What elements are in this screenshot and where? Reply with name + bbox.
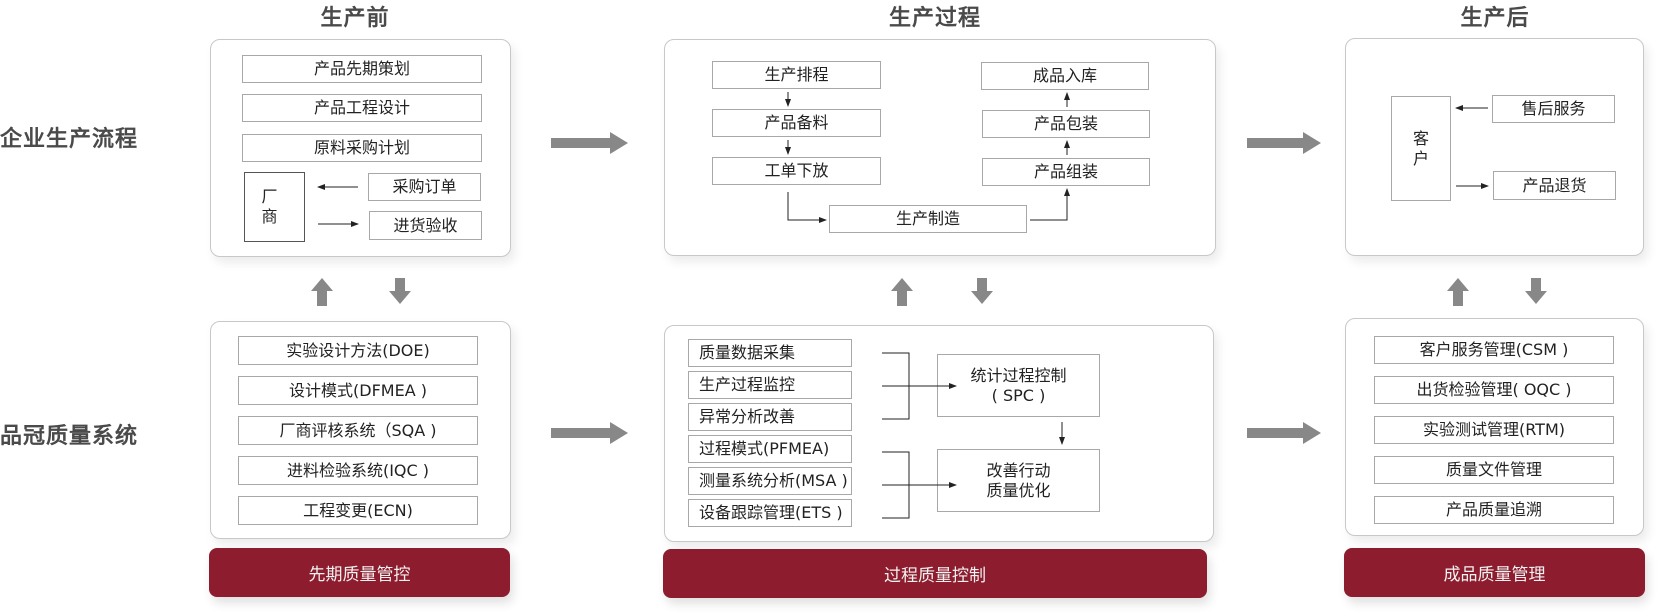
big-arrow-up-pre — [311, 278, 333, 306]
column-title-production-process: 生产过程 — [888, 6, 981, 31]
big-arrow-down-post — [1525, 278, 1547, 304]
improvement-line-1: 改善行动 — [986, 460, 1051, 480]
quality-pre-item: 实验设计方法(DOE) — [238, 336, 478, 365]
customer-char-1: 客 — [1412, 128, 1429, 148]
banner-advanced-quality-control: 先期质量管控 — [209, 548, 510, 597]
product-return-box: 产品退货 — [1493, 171, 1616, 200]
step-product-engineering: 产品工程设计 — [242, 94, 482, 122]
quality-post-item: 实验测试管理(RTM) — [1374, 416, 1614, 444]
vendor-char-2: 商 — [261, 207, 278, 226]
customer-box: 客 户 — [1391, 96, 1451, 201]
quality-pre-item: 厂商评核系统（SQA ) — [238, 416, 478, 445]
improvement-line-2: 质量优化 — [986, 480, 1051, 500]
spc-line-2: ( SPC ) — [991, 385, 1046, 405]
big-arrow-right-3 — [551, 422, 628, 444]
big-arrow-right-1 — [551, 132, 628, 154]
quality-process-item: 异常分析改善 — [688, 403, 852, 431]
quality-post-item: 出货检验管理( OQC ) — [1374, 376, 1614, 404]
banner-finished-quality-management: 成品质量管理 — [1344, 548, 1645, 597]
improvement-box: 改善行动 质量优化 — [937, 449, 1100, 512]
step-material-purchase-plan: 原料采购计划 — [242, 134, 482, 162]
step-production-scheduling: 生产排程 — [712, 61, 881, 89]
quality-post-item: 产品质量追溯 — [1374, 496, 1614, 524]
vendor-box: 厂 商 — [244, 172, 305, 242]
quality-process-item: 质量数据采集 — [688, 339, 852, 367]
step-work-order-release: 工单下放 — [712, 157, 881, 185]
customer-char-2: 户 — [1412, 148, 1429, 168]
quality-process-item: 设备跟踪管理(ETS ) — [688, 499, 852, 527]
big-arrow-up-post — [1447, 278, 1469, 306]
step-packaging: 产品包装 — [982, 110, 1150, 138]
post-production-panel — [1345, 38, 1644, 256]
quality-post-item: 客户服务管理(CSM ) — [1374, 336, 1614, 364]
vendor-char-1: 厂 — [261, 187, 278, 206]
receiving-inspection-box: 进货验收 — [369, 211, 482, 240]
quality-process-item: 测量系统分析(MSA ) — [688, 467, 852, 495]
spc-box: 统计过程控制 ( SPC ) — [937, 354, 1100, 417]
quality-pre-item: 进料检验系统(IQC ) — [238, 456, 478, 485]
step-warehousing: 成品入库 — [981, 62, 1149, 90]
big-arrow-up-process — [891, 278, 913, 306]
step-manufacturing: 生产制造 — [829, 205, 1027, 233]
step-material-preparation: 产品备料 — [712, 109, 881, 137]
row-title-production-flow: 企业生产流程 — [0, 127, 139, 152]
big-arrow-down-process — [971, 278, 993, 304]
quality-process-item: 过程模式(PFMEA) — [688, 435, 852, 463]
quality-post-item: 质量文件管理 — [1374, 456, 1614, 484]
quality-pre-item: 工程变更(ECN) — [238, 496, 478, 525]
after-sales-box: 售后服务 — [1492, 95, 1615, 123]
row-title-quality-system: 品冠质量系统 — [0, 424, 139, 449]
step-product-planning: 产品先期策划 — [242, 55, 482, 83]
big-arrow-down-pre — [389, 278, 411, 304]
purchase-order-box: 采购订单 — [368, 173, 481, 201]
quality-pre-item: 设计模式(DFMEA ) — [238, 376, 478, 405]
column-title-pre-production: 生产前 — [320, 6, 390, 31]
big-arrow-right-4 — [1247, 422, 1321, 444]
quality-process-item: 生产过程监控 — [688, 371, 852, 399]
big-arrow-right-2 — [1247, 132, 1321, 154]
spc-line-1: 统计过程控制 — [970, 365, 1067, 385]
banner-process-quality-control: 过程质量控制 — [663, 549, 1207, 598]
column-title-post-production: 生产后 — [1460, 6, 1530, 31]
step-assembly: 产品组装 — [982, 158, 1150, 186]
